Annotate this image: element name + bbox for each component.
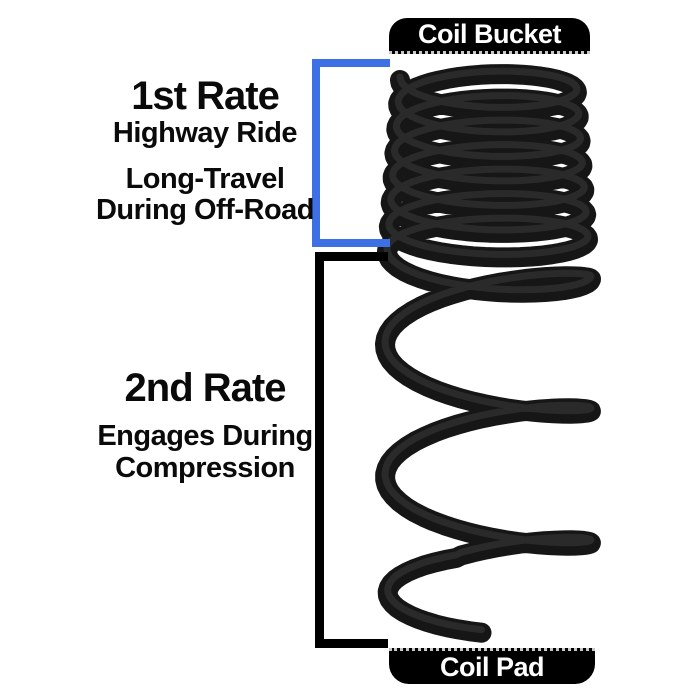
first-rate-title: 1st Rate	[131, 74, 280, 118]
first-rate-bracket	[312, 59, 390, 247]
first-rate-annotation: 1st Rate Highway Ride Long-Travel During…	[55, 74, 355, 226]
second-rate-title: 2nd Rate	[124, 366, 287, 410]
first-rate-line-during-off-road: During Off-Road	[95, 194, 315, 226]
coil-pad-label: Coil Pad	[389, 648, 595, 684]
second-rate-bracket	[315, 252, 388, 648]
second-rate-line-compression: Compression	[115, 452, 295, 484]
second-rate-annotation: 2nd Rate Engages During Compression	[55, 366, 355, 484]
first-rate-line-highway-ride: Highway Ride	[112, 117, 298, 149]
second-rate-line-engages-during: Engages During	[97, 420, 313, 452]
first-rate-line-long-travel: Long-Travel	[125, 163, 285, 195]
coil-bucket-label: Coil Bucket	[389, 18, 590, 54]
coil-spring-sheen	[381, 67, 595, 634]
